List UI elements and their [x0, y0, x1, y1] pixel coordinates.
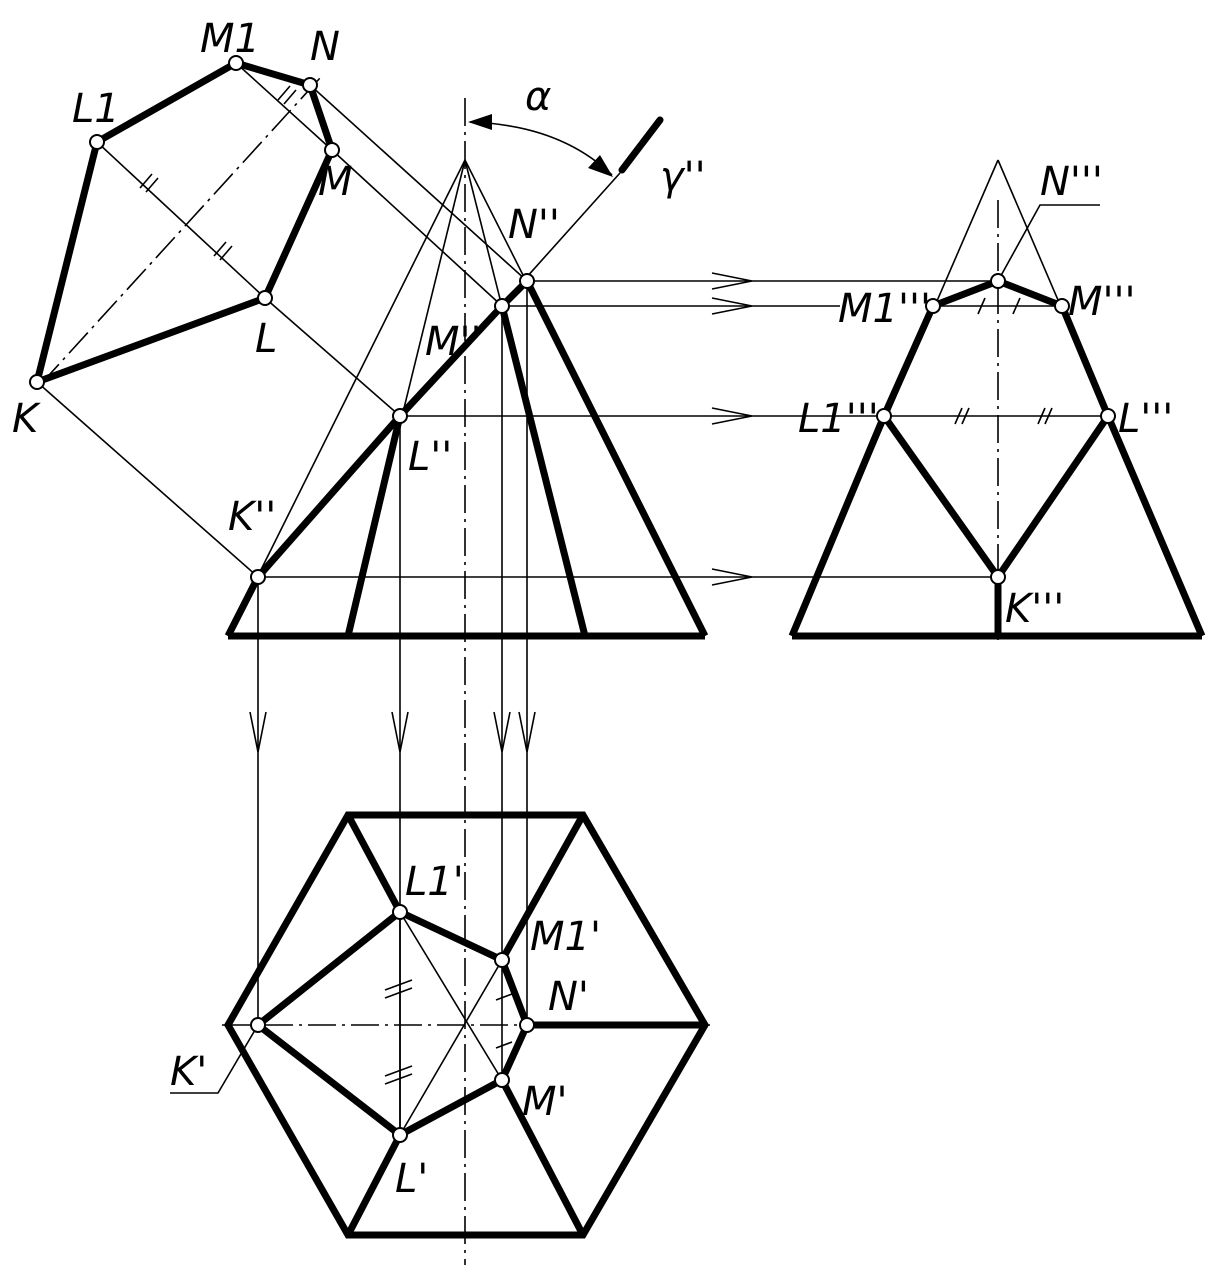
label-M1: M1 [200, 16, 260, 62]
angle-alpha [468, 114, 613, 177]
label-K2: K'' [228, 494, 276, 540]
arrow-head-left [468, 114, 492, 130]
label-M1-1: M1' [530, 914, 601, 960]
label-N: N [310, 24, 340, 70]
true-size-projection-lines [36, 62, 528, 578]
points [29, 55, 1116, 1143]
projection-lines-horizontal [258, 272, 998, 586]
label-K: K [12, 396, 41, 442]
projection-lines-vertical [249, 281, 536, 1135]
label-N2: N'' [508, 202, 560, 248]
label-L1-3: L1''' [798, 396, 879, 442]
label-M: M [318, 159, 353, 205]
label-L: L [255, 316, 277, 362]
label-M3: M''' [1068, 279, 1136, 325]
front-view-thin-lines [227, 159, 706, 637]
label-L1p: L' [395, 1156, 428, 1202]
label-L1: L1 [72, 86, 120, 132]
label-N1: N' [548, 974, 589, 1020]
front-view-edges [224, 116, 709, 640]
label-alpha: α [525, 74, 551, 120]
label-L3: L''' [1118, 396, 1173, 442]
label-K1: K' [170, 1049, 207, 1095]
label-M1-3: M1''' [838, 286, 931, 332]
label-M2: M'' [425, 319, 482, 365]
label-gamma: γ'' [660, 154, 706, 200]
label-M1p: M' [522, 1079, 568, 1125]
label-K3: K''' [1005, 586, 1064, 632]
label-N3: N''' [1040, 159, 1103, 205]
label-L2: L'' [408, 434, 452, 480]
labels: M1 N L1 M L K α γ'' N'' M'' L'' K'' N'''… [12, 16, 1173, 1202]
arrow-head-right [588, 155, 613, 177]
label-L1-1: L1' [405, 859, 464, 905]
